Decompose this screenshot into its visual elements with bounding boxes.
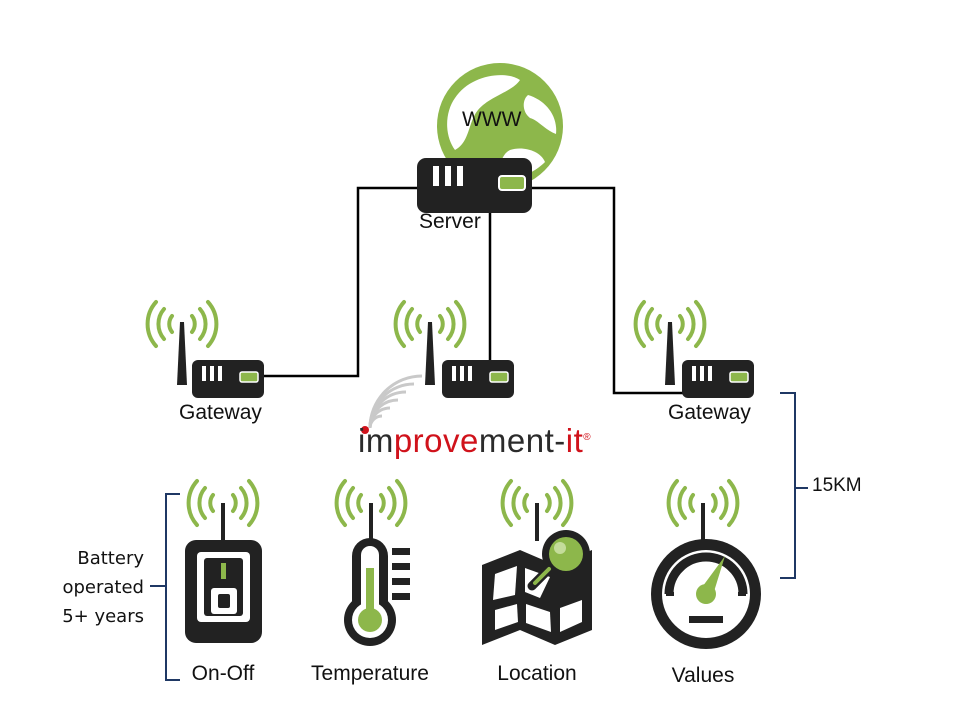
device-label-temperature: Temperature <box>311 662 429 685</box>
device-label-location: Location <box>497 662 577 685</box>
gateway-middle-icon <box>393 300 515 399</box>
battery-note-line3: 5+ years <box>62 606 144 627</box>
device-label-values: Values <box>671 664 735 687</box>
line-server-to-right-gateway <box>530 186 740 395</box>
line-server-to-left-gateway <box>262 186 468 378</box>
gauge-icon <box>651 539 761 649</box>
server-icon <box>417 158 532 213</box>
www-label: WWW <box>462 108 522 131</box>
gateway-right-label: Gateway <box>668 401 751 424</box>
gateway-right-icon <box>633 300 755 399</box>
battery-note-line2: operated <box>62 577 144 598</box>
logo-part-im: im <box>358 422 394 459</box>
distance-bracket <box>780 392 808 579</box>
on-off-switch-icon <box>185 540 262 643</box>
server-label: Server <box>419 210 481 233</box>
device-antennas <box>186 479 740 541</box>
battery-bracket <box>150 493 180 681</box>
distance-label: 15KM <box>812 475 862 496</box>
device-label-onoff: On-Off <box>191 662 255 685</box>
connection-lines <box>262 186 740 395</box>
battery-note-line1: Battery <box>77 548 144 569</box>
gateway-left-icon <box>145 300 265 399</box>
logo-part-ment: ment- <box>478 422 566 459</box>
improvement-it-logo: improvement-it® <box>358 422 591 460</box>
logo-dot-icon <box>361 426 369 434</box>
gateway-left-label: Gateway <box>179 401 262 424</box>
thermometer-icon <box>344 538 410 646</box>
battery-note: Battery operated 5+ years <box>38 544 144 631</box>
logo-part-prove: prove <box>393 422 479 459</box>
logo-signal-icon <box>368 374 423 429</box>
map-location-icon <box>482 530 592 645</box>
logo-registered-mark: ® <box>583 432 592 443</box>
logo-part-it: it <box>565 422 584 459</box>
globe-icon <box>437 63 563 189</box>
